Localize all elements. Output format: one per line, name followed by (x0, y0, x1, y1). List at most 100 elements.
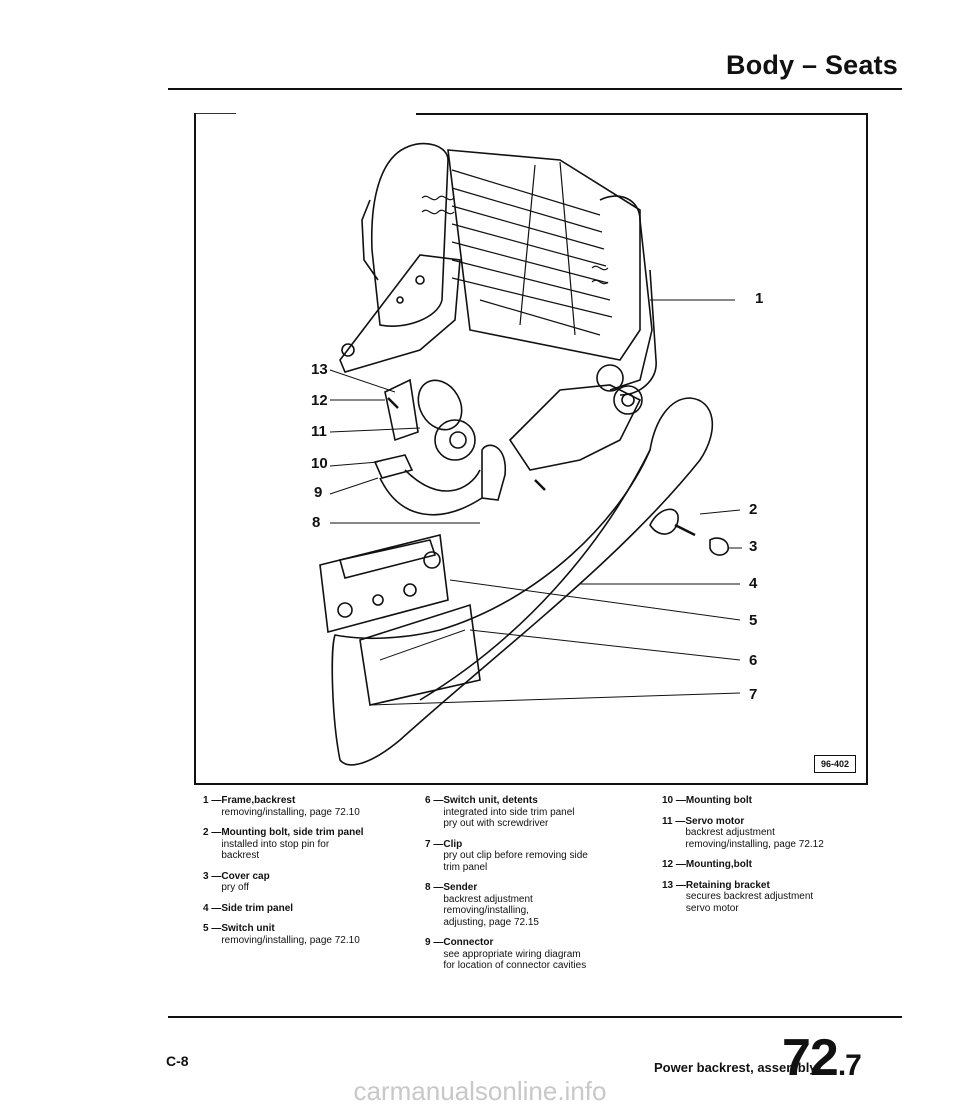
legend-title: Switch unit, detents (443, 795, 538, 806)
switch-detents (359, 603, 481, 706)
mounting-bolt-12 (387, 397, 399, 409)
backrest-frame (447, 149, 641, 361)
left-hinge-plate (339, 254, 461, 373)
legend-desc: backrest adjustment (443, 893, 533, 905)
legend-num: 1 — (203, 795, 222, 806)
page-code: C-8 (166, 1053, 189, 1069)
legend-item: 9 — Connector see appropriate wiring dia… (425, 937, 650, 972)
cover-cap (709, 537, 729, 556)
sender (481, 444, 506, 501)
right-side-rail (599, 195, 653, 391)
backrest-wires (451, 161, 613, 336)
legend-desc: removing/installing, (443, 905, 529, 916)
legend-desc: adjusting, page 72.15 (443, 916, 539, 928)
retaining-bracket (384, 378, 419, 442)
legend-title: Retaining bracket (685, 879, 770, 891)
mounting-bolt-2 (674, 523, 696, 537)
callout-4: 4 (749, 575, 758, 592)
legend-item: 13 — Retaining bracket secures backrest … (662, 880, 882, 915)
page-number-main: 72 (782, 1029, 839, 1087)
callout-9: 9 (314, 484, 323, 501)
header-rule (168, 88, 902, 90)
backrest-cushion (370, 142, 449, 327)
footer-section-title: Power backrest, assembly (654, 1060, 817, 1075)
legend-desc: integrated into side trim panel (443, 806, 575, 818)
legend-num: 13 — (662, 879, 686, 891)
figure-frame (194, 113, 868, 785)
legend-item: 11 — Servo motor backrest adjustment rem… (662, 816, 882, 851)
legend-num: 7 — (425, 838, 444, 850)
legend-num: 8 — (425, 882, 444, 893)
switch-unit (319, 534, 449, 634)
legend-item: 10 — Mounting bolt (662, 795, 882, 807)
watermark: carmanualsonline.info (353, 1076, 607, 1106)
legend-column-3: 10 — Mounting bolt 11 — Servo motor back… (662, 795, 882, 923)
connector (373, 454, 414, 479)
callout-13: 13 (311, 361, 328, 378)
legend-title: Switch unit (221, 923, 275, 934)
legend-desc: backrest adjustment (685, 827, 775, 838)
legend-desc: pry out clip before removing side (443, 850, 588, 861)
legend-desc: removing/installing, page 72.10 (221, 934, 360, 946)
legend-title: Sender (443, 882, 478, 893)
legend-title: Mounting,bolt (685, 859, 752, 870)
legend-desc: pry out with screwdriver (443, 818, 549, 829)
legend-title: Side trim panel (221, 902, 294, 914)
legend-desc: installed into stop pin for (221, 838, 330, 850)
legend-desc: secures backrest adjustment (685, 891, 814, 902)
legend-item: 1 — Frame,backrest removing/installing, … (203, 795, 413, 818)
page-number: 72.7 (782, 1028, 862, 1088)
callout-6: 6 (749, 652, 758, 669)
legend-desc: trim panel (443, 861, 488, 873)
legend-title: Clip (443, 838, 463, 850)
servo-motor (417, 379, 463, 431)
legend-column-1: 1 — Frame,backrest removing/installing, … (203, 795, 413, 955)
legend-desc: see appropriate wiring diagram (443, 948, 581, 960)
legend-num: 3 — (203, 870, 222, 882)
legend-column-2: 6 — Switch unit, detents integrated into… (425, 795, 650, 981)
clip (649, 508, 679, 535)
header-title: Body – Seats (726, 50, 898, 80)
legend-item: 5 — Switch unit removing/installing, pag… (203, 923, 413, 946)
legend-item: 6 — Switch unit, detents integrated into… (425, 795, 650, 830)
legend-item: 12 — Mounting,bolt (662, 859, 882, 871)
legend-num: 6 — (425, 795, 444, 806)
legend-desc: removing/installing, page 72.12 (685, 838, 824, 850)
legend-item: 3 — Cover cap pry off (203, 871, 413, 894)
legend-title: Mounting bolt, side trim panel (221, 827, 364, 838)
springs (421, 195, 609, 285)
legend-title: Frame,backrest (221, 795, 296, 806)
frame-top-dash (196, 113, 236, 114)
callout-2: 2 (749, 501, 758, 518)
figure-id-label: 96-402 (814, 755, 856, 773)
legend-item: 2 — Mounting bolt, side trim panel insta… (203, 827, 413, 862)
frame-top-line (416, 113, 866, 115)
legend-num: 11 — (662, 815, 686, 827)
legend-desc: backrest (221, 850, 260, 861)
legend-num: 2 — (203, 827, 222, 838)
legend-desc: pry off (221, 882, 249, 893)
callout-1: 1 (755, 290, 764, 307)
legend-num: 10 — (662, 795, 686, 806)
recliner-mechanism (508, 384, 642, 471)
legend-title: Mounting bolt (685, 795, 752, 806)
footer-rule (168, 1016, 902, 1018)
legend-title: Servo motor (685, 815, 745, 827)
legend-num: 9 — (425, 937, 444, 948)
legend-desc: for location of connector cavities (443, 960, 587, 971)
callout-8: 8 (312, 514, 321, 531)
callout-12: 12 (311, 392, 328, 409)
legend-num: 4 — (203, 902, 222, 914)
legend-title: Connector (443, 937, 494, 948)
callout-7: 7 (749, 686, 758, 703)
callout-11: 11 (311, 423, 327, 440)
legend-item: 8 — Sender backrest adjustment removing/… (425, 882, 650, 928)
callout-3: 3 (749, 538, 758, 555)
legend-item: 4 — Side trim panel (203, 903, 413, 915)
legend-desc: removing/installing, page 72.10 (221, 806, 360, 818)
callout-10: 10 (311, 455, 328, 472)
legend-desc: servo motor (685, 902, 739, 914)
leader-lines (329, 299, 742, 706)
side-trim-panel (331, 397, 714, 766)
